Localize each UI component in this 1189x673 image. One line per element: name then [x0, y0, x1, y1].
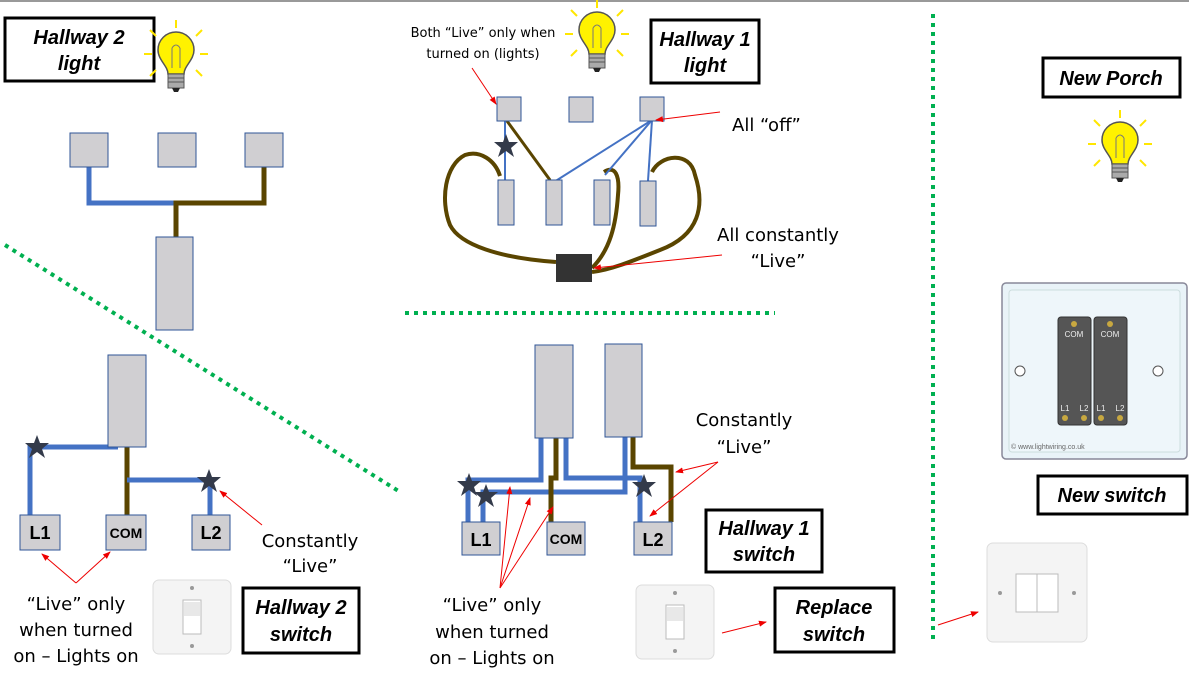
svg-text:Both “Live” only when: Both “Live” only when	[411, 26, 556, 41]
svg-text:Constantly: Constantly	[262, 531, 359, 552]
light-bulb-icon	[564, 0, 630, 73]
svg-text:COM: COM	[1101, 330, 1120, 339]
h2-constantly-live-note: Constantly “Live”	[219, 490, 359, 577]
h2-live-when-on-note: “Live” only when turned on – Lights on	[13, 551, 139, 667]
terminal-l2: L2	[642, 530, 663, 550]
svg-text:Replace: Replace	[796, 597, 873, 619]
h1-live-when-on-note: “Live” only when turned on – Lights on	[429, 486, 555, 669]
svg-text:“Live”: “Live”	[751, 251, 806, 272]
hallway2-switch-wiring: L1 COM L2	[19, 354, 231, 551]
svg-text:© www.lightwiring.co.uk: © www.lightwiring.co.uk	[1011, 443, 1085, 451]
new-switch-arrow	[937, 611, 979, 626]
replace-arrow	[721, 620, 767, 634]
svg-text:COM: COM	[1065, 330, 1084, 339]
replace-switch-label: Replace switch	[773, 586, 896, 654]
light-switch-icon	[152, 579, 232, 655]
terminal-com: COM	[110, 525, 143, 541]
svg-text:light: light	[58, 53, 102, 75]
terminal-l2: L2	[200, 523, 221, 543]
svg-text:Constantly: Constantly	[696, 410, 793, 431]
svg-text:Hallway 1: Hallway 1	[659, 29, 750, 51]
svg-text:“Live”: “Live”	[717, 437, 772, 458]
new-porch-label: New Porch	[1041, 56, 1182, 99]
svg-text:“Live”: “Live”	[283, 556, 338, 577]
hallway1-switch-label: Hallway 1 switch	[704, 508, 824, 574]
hallway1-light-fitting	[443, 96, 702, 282]
svg-text:on – Lights on: on – Lights on	[429, 648, 554, 669]
svg-text:L1: L1	[1097, 404, 1106, 413]
light-switch-icon	[635, 584, 715, 660]
h1-constantly-live-note: Constantly “Live”	[649, 410, 793, 517]
svg-text:L2: L2	[1080, 404, 1089, 413]
divider-diagonal	[3, 243, 402, 494]
terminal-com: COM	[550, 531, 583, 547]
svg-text:All “off”: All “off”	[732, 115, 801, 136]
svg-text:Hallway 1: Hallway 1	[718, 518, 809, 540]
svg-text:L2: L2	[1116, 404, 1125, 413]
double-switch-plate-diagram: COM COM L1 L2 L1 L2 © www.lightwiring.co…	[1001, 282, 1188, 460]
svg-text:when turned: when turned	[19, 620, 133, 641]
svg-text:New Porch: New Porch	[1059, 68, 1162, 90]
svg-text:“Live” only: “Live” only	[27, 594, 126, 615]
all-constantly-live-note: All constantly “Live”	[593, 225, 839, 272]
svg-text:when turned: when turned	[435, 622, 549, 643]
svg-text:switch: switch	[733, 544, 795, 566]
hallway2-light-label: Hallway 2 light	[3, 16, 156, 83]
both-live-note: Both “Live” only when turned on (lights)	[411, 26, 556, 105]
star-marker-icon	[474, 484, 498, 507]
svg-text:Hallway 2: Hallway 2	[255, 597, 346, 619]
new-switch-label: New switch	[1036, 474, 1189, 516]
svg-text:All constantly: All constantly	[717, 225, 839, 246]
hallway1-switch-wiring: L1 COM L2	[457, 343, 674, 556]
terminal-l1: L1	[470, 530, 491, 550]
hallway2-light-fitting	[69, 132, 284, 331]
svg-text:on – Lights on: on – Lights on	[13, 646, 138, 667]
svg-text:switch: switch	[270, 624, 332, 646]
svg-text:L1: L1	[1061, 404, 1070, 413]
svg-text:“Live” only: “Live” only	[443, 595, 542, 616]
all-off-note: All “off”	[655, 111, 801, 136]
svg-text:turned on (lights): turned on (lights)	[426, 47, 539, 62]
hallway2-switch-label: Hallway 2 switch	[241, 586, 361, 655]
terminal-l1: L1	[29, 523, 50, 543]
light-bulb-icon	[1087, 109, 1153, 183]
hallway1-light-label: Hallway 1 light	[649, 18, 761, 85]
svg-text:Hallway 2: Hallway 2	[33, 27, 124, 49]
svg-text:light: light	[684, 55, 728, 77]
svg-text:New switch: New switch	[1058, 485, 1167, 507]
double-light-switch-icon	[986, 542, 1088, 643]
svg-text:switch: switch	[803, 624, 865, 646]
